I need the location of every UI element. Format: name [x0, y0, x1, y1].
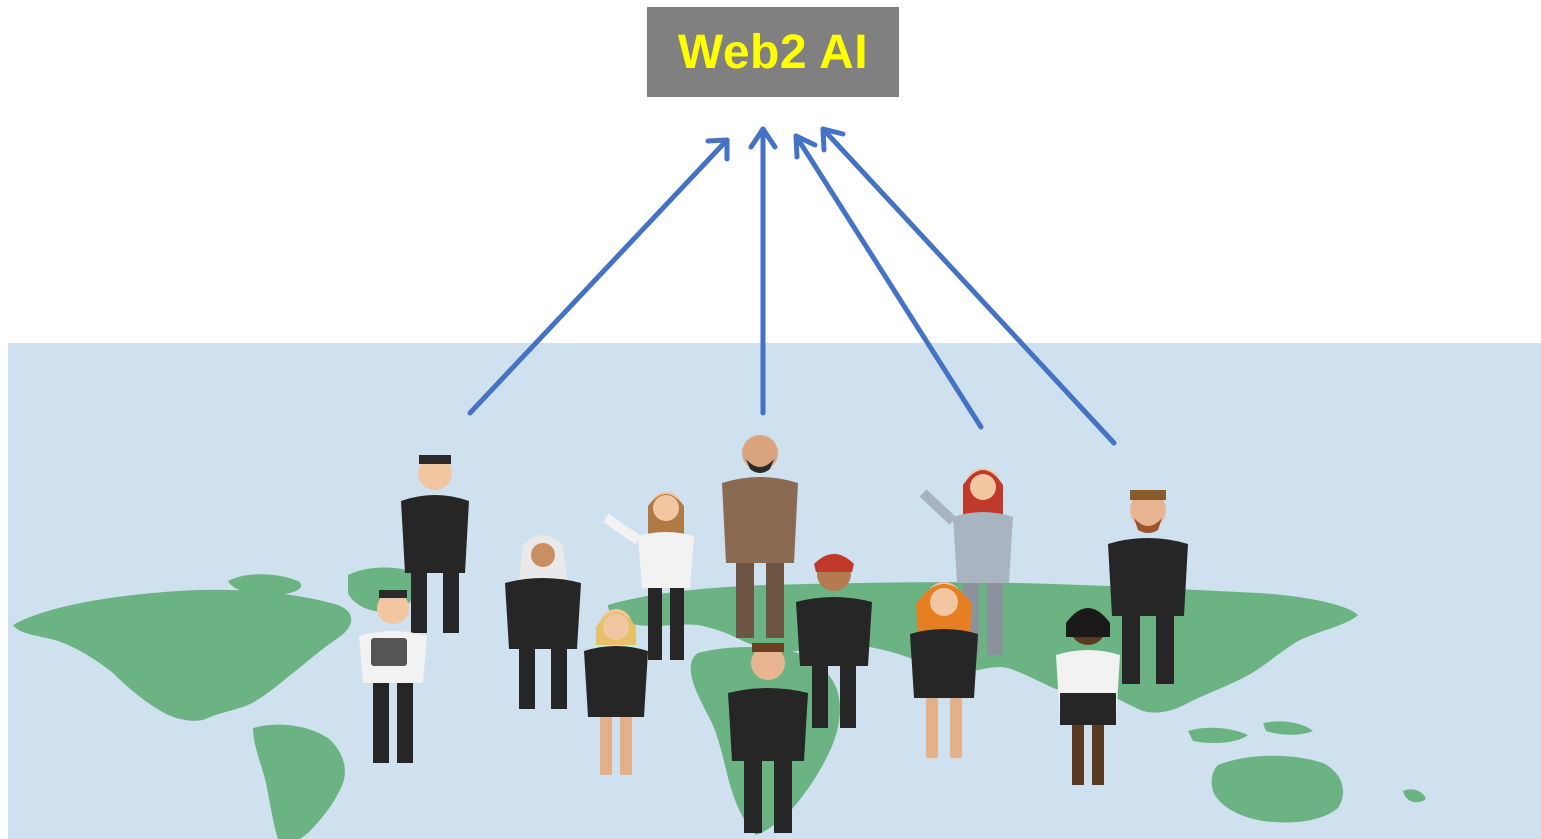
arrow-1: [467, 137, 730, 416]
arrow-3: [793, 133, 984, 430]
continent-south-america: [253, 724, 345, 839]
person-2: [722, 435, 798, 638]
person-11: [1056, 608, 1120, 785]
web2-ai-box: Web2 AI: [647, 7, 899, 97]
person-5: [1108, 490, 1188, 684]
person-8: [359, 590, 427, 763]
arrow-2: [748, 126, 778, 416]
person-3: [603, 492, 694, 660]
person-1: [401, 455, 469, 633]
world-map-illustration: [8, 343, 1541, 839]
person-6: [505, 535, 581, 709]
web2-ai-label: Web2 AI: [677, 25, 869, 79]
person-9: [584, 609, 648, 775]
person-4: [919, 468, 1013, 655]
person-12: [728, 643, 808, 833]
continent-north-america: [13, 589, 352, 721]
continent-australia: [1211, 755, 1343, 823]
person-10: [910, 582, 978, 758]
people-group: [359, 435, 1188, 833]
arrow-4: [820, 126, 1117, 446]
person-7: [796, 554, 872, 728]
